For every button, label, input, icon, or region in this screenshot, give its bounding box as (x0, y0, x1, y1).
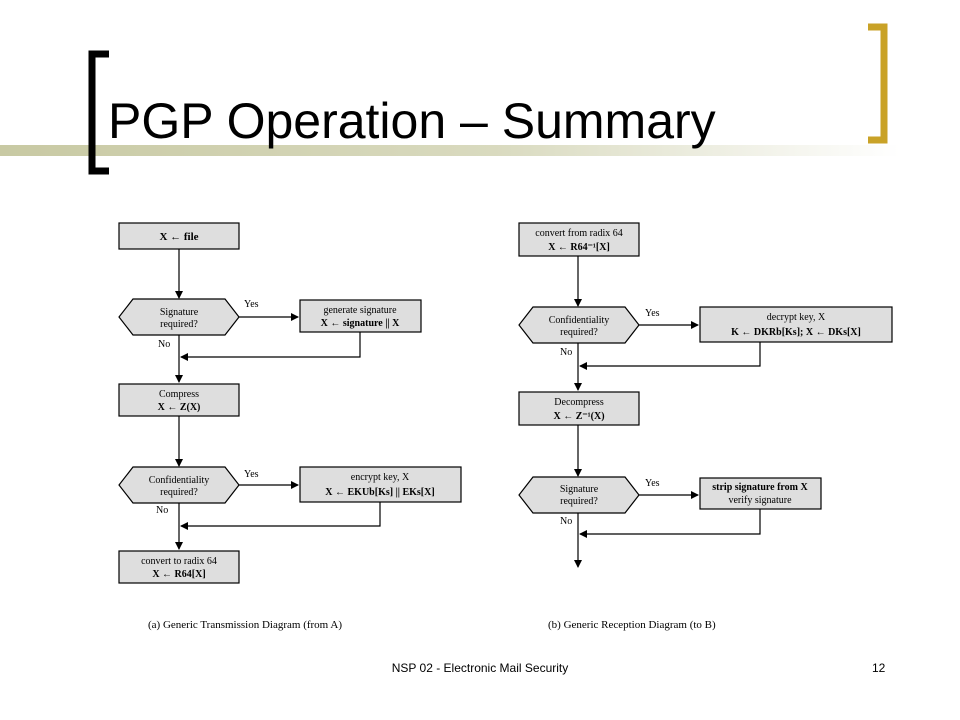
tx-compress-box (118, 383, 240, 417)
page-number: 12 (872, 661, 886, 675)
tx-encrypt-l1: encrypt key, X (351, 472, 410, 483)
rx-no1-label: No (560, 347, 572, 358)
tx-compress-l1: Compress (159, 389, 199, 400)
tx-no1-label: No (158, 339, 170, 350)
tx-decision1-l2: required? (160, 319, 198, 330)
rx-decompress-l2: X ← Z⁻¹(X) (553, 411, 604, 422)
rx-decision1-l2: required? (560, 327, 598, 338)
transmission-diagram: X ← file Signature required? Yes generat… (118, 222, 462, 631)
tx-radix-l1: convert to radix 64 (141, 556, 217, 567)
tx-no2-label: No (156, 505, 168, 516)
rx-decision2-l2: required? (560, 496, 598, 507)
tx-sign-box (299, 299, 422, 333)
tx-decision1-l1: Signature (160, 307, 199, 318)
tx-sign-l1: generate signature (323, 305, 397, 316)
rx-decrypt-box (699, 306, 893, 343)
reception-diagram: convert from radix 64 X ← R64⁻¹[X] Confi… (518, 222, 893, 631)
rx-decompress-l1: Decompress (554, 397, 604, 408)
left-bracket (88, 50, 109, 175)
rx-merge2 (579, 509, 761, 538)
rx-strip-l2: verify signature (728, 495, 792, 506)
rx-radix-l1: convert from radix 64 (535, 228, 622, 239)
slide-title: PGP Operation – Summary (108, 93, 716, 149)
tx-yes2-label: Yes (244, 469, 259, 480)
tx-compress-l2: X ← Z(X) (158, 402, 201, 413)
rx-merge1 (579, 342, 761, 370)
tx-merge2 (180, 502, 381, 530)
rx-radix-box (518, 222, 640, 257)
rx-yes2-label: Yes (645, 478, 660, 489)
tx-decision2-l1: Confidentiality (149, 475, 210, 486)
tx-radix-l2: X ← R64[X] (152, 569, 205, 580)
tx-caption: (a) Generic Transmission Diagram (from A… (148, 619, 342, 631)
title-underline (0, 145, 900, 156)
rx-signature-decision (518, 476, 640, 514)
rx-no2-label: No (560, 516, 572, 527)
rx-decision2-l1: Signature (560, 484, 599, 495)
rx-radix-l2: X ← R64⁻¹[X] (548, 242, 610, 253)
tx-radix-box (118, 550, 240, 584)
slide-footer: NSP 02 - Electronic Mail Security (391, 661, 569, 675)
tx-encrypt-box (299, 466, 462, 503)
tx-decision2-l2: required? (160, 487, 198, 498)
rx-caption: (b) Generic Reception Diagram (to B) (548, 619, 716, 631)
tx-file-text: X ← file (159, 231, 198, 243)
tx-file-box (118, 222, 240, 250)
rx-decompress-box (518, 391, 640, 426)
rx-decrypt-l2: K ← DKRb[Ks]; X ← DKs[X] (731, 327, 861, 338)
rx-strip-l1: strip signature from X (712, 482, 808, 493)
tx-sign-l2: X ← signature || X (321, 318, 400, 329)
tx-yes1-label: Yes (244, 299, 259, 310)
rx-yes1-label: Yes (645, 308, 660, 319)
right-bracket (868, 23, 888, 144)
tx-encrypt-l2: X ← EKUb[Ks] || EKs[X] (325, 487, 434, 498)
rx-decision1-l1: Confidentiality (549, 315, 610, 326)
rx-decrypt-l1: decrypt key, X (767, 312, 826, 323)
rx-strip-box (699, 477, 822, 510)
tx-merge1 (180, 332, 361, 361)
